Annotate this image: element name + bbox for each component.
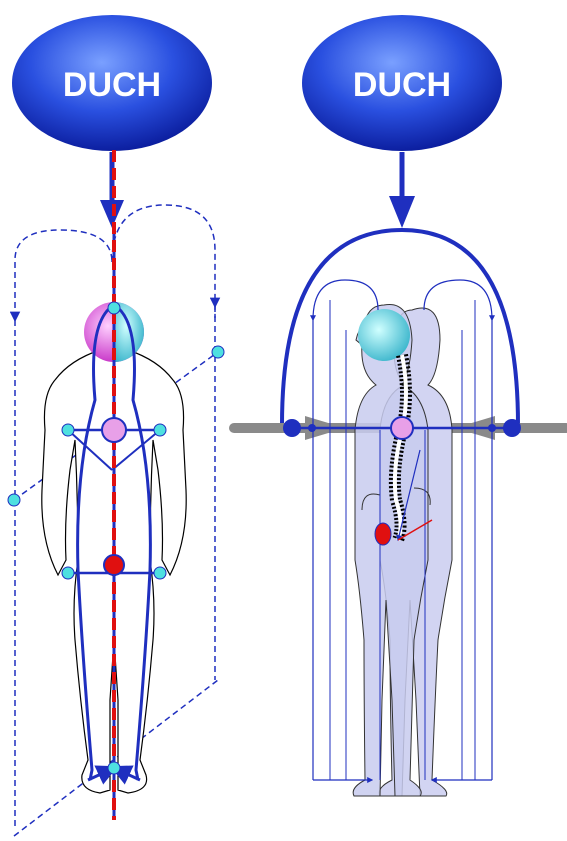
left-node-shoulder-left [62, 424, 74, 436]
left-node-upper-right [212, 346, 224, 358]
left-dashed-arch-right [112, 205, 215, 318]
left-node-hip-right [154, 567, 166, 579]
left-diagonal-lower [14, 680, 218, 836]
right-node-right [503, 419, 521, 437]
right-flow-inner-left [330, 300, 346, 780]
right-spirit-ellipse: DUCH [302, 15, 502, 151]
right-spirit-label: DUCH [353, 66, 451, 104]
right-spirit-arrowhead [389, 196, 415, 228]
right-flow-inner-right [462, 300, 475, 780]
right-node-left-small [308, 424, 316, 432]
left-figure: DUCH [8, 15, 224, 836]
right-head [358, 309, 410, 361]
right-figure: DUCH [234, 15, 566, 796]
left-node-hip-left [62, 567, 74, 579]
left-node-crown [108, 302, 120, 314]
left-spirit-ellipse: DUCH [12, 15, 212, 151]
left-spirit-label: DUCH [63, 66, 161, 104]
right-heart-center [391, 417, 413, 439]
right-node-left [283, 419, 301, 437]
left-node-feet [108, 762, 120, 774]
left-node-shoulder-right [154, 424, 166, 436]
left-pelvis-center [104, 555, 124, 575]
right-pelvis-center [375, 523, 391, 545]
left-node-mid-left [8, 494, 20, 506]
left-dashed-arch-left [15, 230, 112, 318]
right-node-right-small [488, 424, 496, 432]
left-heart-center [102, 418, 126, 442]
